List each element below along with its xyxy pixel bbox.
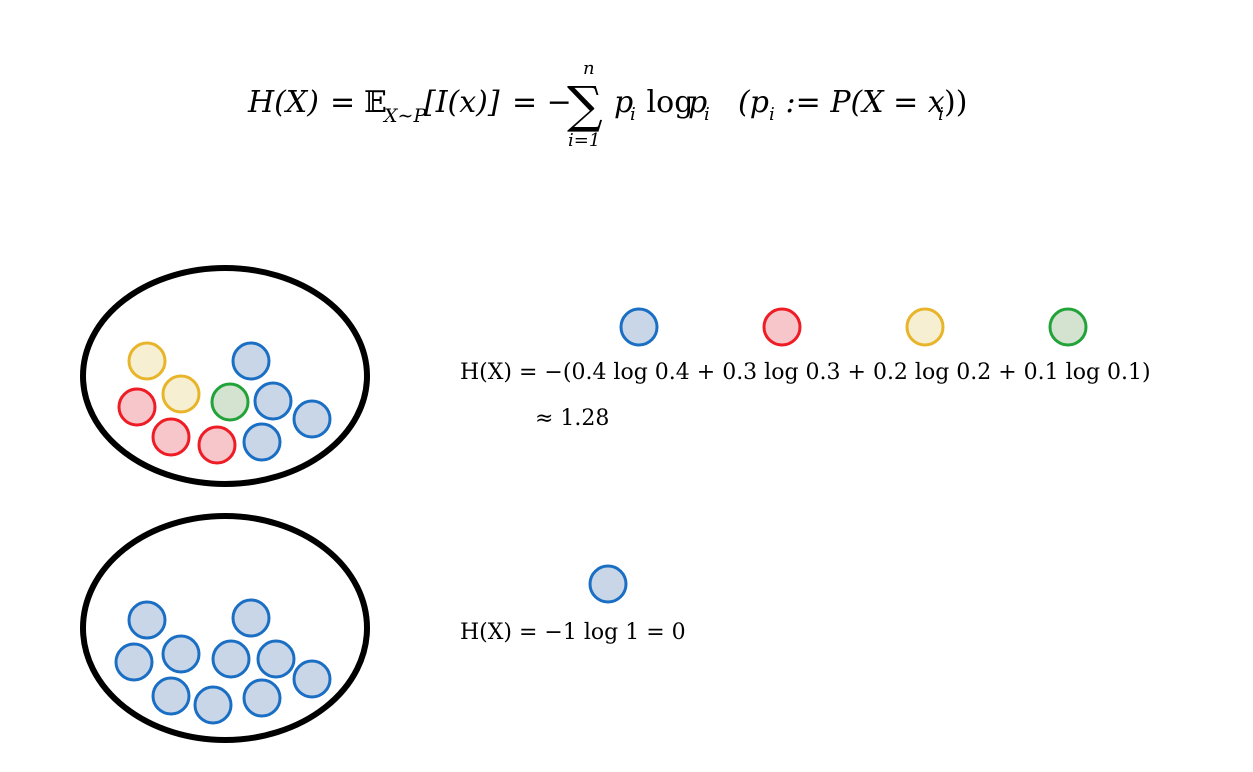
formula-information: [I(x)] bbox=[424, 85, 500, 120]
yellow-ball bbox=[161, 374, 201, 414]
pure-example: H(X) = −1 log 1 = 0 bbox=[80, 513, 686, 743]
formula-definition-open: (p bbox=[738, 85, 769, 120]
blue-ball bbox=[292, 659, 332, 699]
pure-entropy-equation: H(X) = −1 log 1 = 0 bbox=[460, 620, 686, 645]
blue-ball bbox=[193, 685, 233, 725]
formula-summand-subscript: i bbox=[630, 104, 636, 125]
blue-ball bbox=[242, 678, 282, 718]
formula-definition-subscript: i bbox=[769, 104, 775, 125]
blue-ball bbox=[292, 399, 332, 439]
red-ball bbox=[151, 417, 191, 457]
blue-ball bbox=[256, 639, 296, 679]
blue-ball bbox=[127, 600, 167, 640]
formula-sum-upper: n bbox=[583, 58, 595, 79]
formula-summand: p bbox=[614, 85, 633, 120]
mixed-entropy-approx: ≈ 1.28 bbox=[535, 406, 609, 431]
formula-lhs: H(X) bbox=[247, 85, 319, 120]
mixed-entropy-equation: H(X) = −(0.4 log 0.4 + 0.3 log 0.3 + 0.2… bbox=[460, 360, 1151, 385]
yellow-legend-ball bbox=[905, 307, 945, 347]
formula-expectation: 𝔼 bbox=[364, 85, 387, 120]
mixed-balls bbox=[117, 341, 332, 465]
formula-log-argument-subscript: i bbox=[704, 104, 710, 125]
formula-definition-subscript-2: i bbox=[938, 104, 944, 125]
formula-expectation-subscript: X∼P bbox=[382, 105, 427, 127]
blue-ball bbox=[231, 598, 271, 638]
pure-legend bbox=[588, 564, 628, 604]
red-ball bbox=[117, 387, 157, 427]
formula-log-argument: p bbox=[688, 85, 707, 120]
formula-equals-1: = bbox=[330, 85, 355, 120]
blue-ball bbox=[242, 422, 282, 462]
formula-definition-body: := P(X = x bbox=[776, 85, 945, 120]
blue-ball bbox=[231, 341, 271, 381]
blue-ball bbox=[151, 676, 191, 716]
green-legend-ball bbox=[1048, 307, 1088, 347]
pure-balls bbox=[114, 598, 332, 725]
red-legend-ball bbox=[762, 307, 802, 347]
formula-log: log bbox=[637, 85, 703, 120]
entropy-formula: H(X) = 𝔼 X∼P [I(x)] = − ∑ n i=1 p i log … bbox=[247, 58, 967, 151]
blue-legend-ball bbox=[588, 564, 628, 604]
red-ball bbox=[197, 425, 237, 465]
formula-definition-close: )) bbox=[944, 85, 967, 120]
mixed-legend bbox=[619, 307, 1088, 347]
green-ball bbox=[210, 382, 250, 422]
pure-bowl bbox=[80, 513, 370, 743]
blue-ball bbox=[211, 639, 251, 679]
blue-ball bbox=[114, 642, 154, 682]
mixed-bowl bbox=[80, 265, 370, 487]
formula-sum-lower: i=1 bbox=[568, 130, 600, 151]
yellow-ball bbox=[127, 341, 167, 381]
blue-legend-ball bbox=[619, 307, 659, 347]
formula-equals-minus: = − bbox=[512, 85, 572, 120]
formula-sum-symbol: ∑ bbox=[567, 76, 603, 134]
mixed-example: H(X) = −(0.4 log 0.4 + 0.3 log 0.3 + 0.2… bbox=[80, 265, 1151, 487]
blue-ball bbox=[253, 381, 293, 421]
blue-ball bbox=[161, 634, 201, 674]
